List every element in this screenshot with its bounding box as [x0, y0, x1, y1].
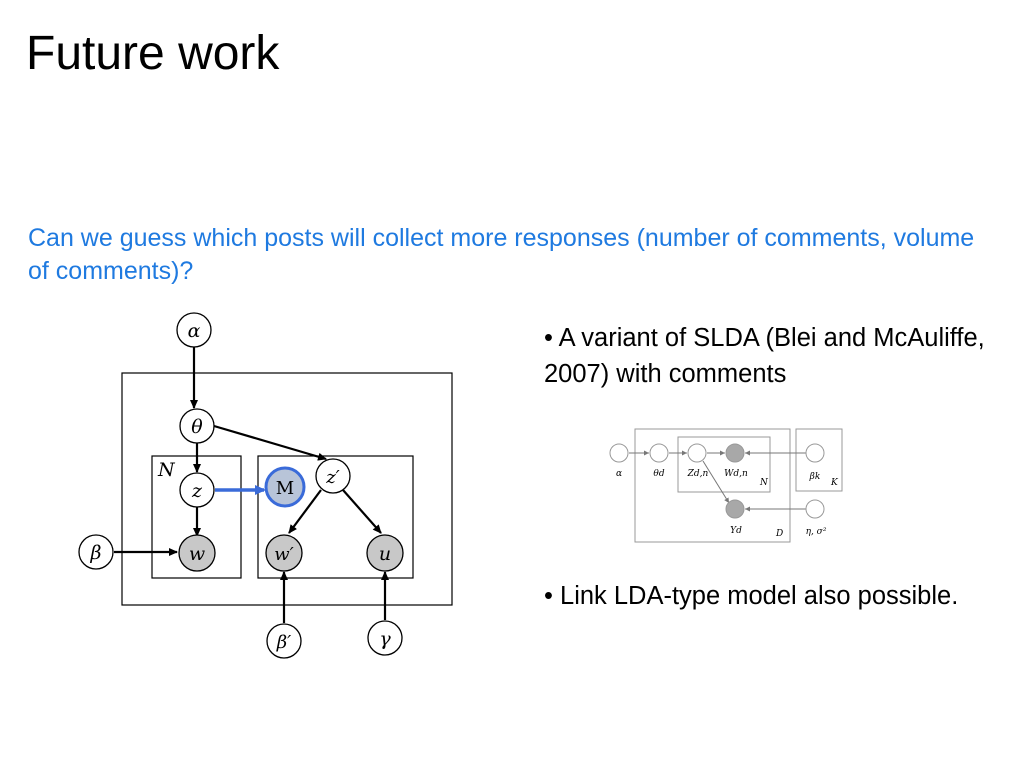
node-u-label: u [379, 543, 391, 565]
node-wprime: w′ [265, 534, 303, 572]
node-zprime-label: z′ [325, 467, 340, 488]
small-label-z-dn: Zd,n [687, 469, 709, 479]
plate-N-label: N [157, 459, 176, 481]
node-M-label: M [276, 478, 294, 499]
slide-title: Future work [26, 27, 280, 80]
node-z: z [179, 472, 215, 508]
small-label-plate-D: D [775, 529, 783, 539]
node-zprime: z′ [315, 458, 351, 494]
small-label-alpha: α [616, 469, 622, 479]
small-label-beta-k: βk [809, 472, 821, 482]
plate-outer [121, 372, 453, 606]
edge-zprime-u [342, 489, 382, 534]
small-slda-diagram: α θd Zd,n Wd,n βk Yd η, σ² N K D [609, 428, 843, 543]
node-w: w [178, 534, 216, 572]
node-gamma: γ [367, 620, 403, 656]
small-plate-D [634, 428, 791, 543]
plate-comments [257, 455, 414, 579]
node-w-label: w [189, 543, 205, 565]
node-wprime-label: w′ [274, 544, 294, 565]
small-label-plate-N: N [759, 478, 769, 488]
edge-theta-zprime [213, 424, 327, 461]
small-label-theta-d: θd [653, 469, 664, 479]
node-gamma-label: γ [379, 628, 391, 650]
node-alpha: α [176, 312, 212, 348]
node-alpha-label: α [188, 320, 201, 342]
small-plate-K [795, 428, 843, 492]
node-u: u [366, 534, 404, 572]
small-label-plate-K: K [830, 478, 839, 488]
node-theta-label: θ [191, 416, 203, 438]
node-betaprime: β′ [266, 623, 302, 659]
node-beta-label: β [90, 542, 102, 564]
edge-zprime-wprime [288, 489, 322, 534]
small-plate-N [677, 436, 771, 493]
node-M: M [264, 466, 306, 508]
small-label-w-dn: Wd,n [724, 469, 748, 479]
bullet-link-lda: • Link LDA-type model also possible. [544, 582, 959, 610]
small-label-y-d: Yd [730, 526, 742, 536]
node-z-label: z [191, 480, 203, 502]
node-beta: β [78, 534, 114, 570]
bullet-slda-variant: • A variant of SLDA (Blei and McAuliffe,… [544, 324, 985, 388]
node-betaprime-label: β′ [276, 632, 292, 653]
small-label-eta-sigma: η, σ² [806, 527, 827, 537]
research-question: Can we guess which posts will collect mo… [28, 224, 975, 285]
node-theta: θ [179, 408, 215, 444]
